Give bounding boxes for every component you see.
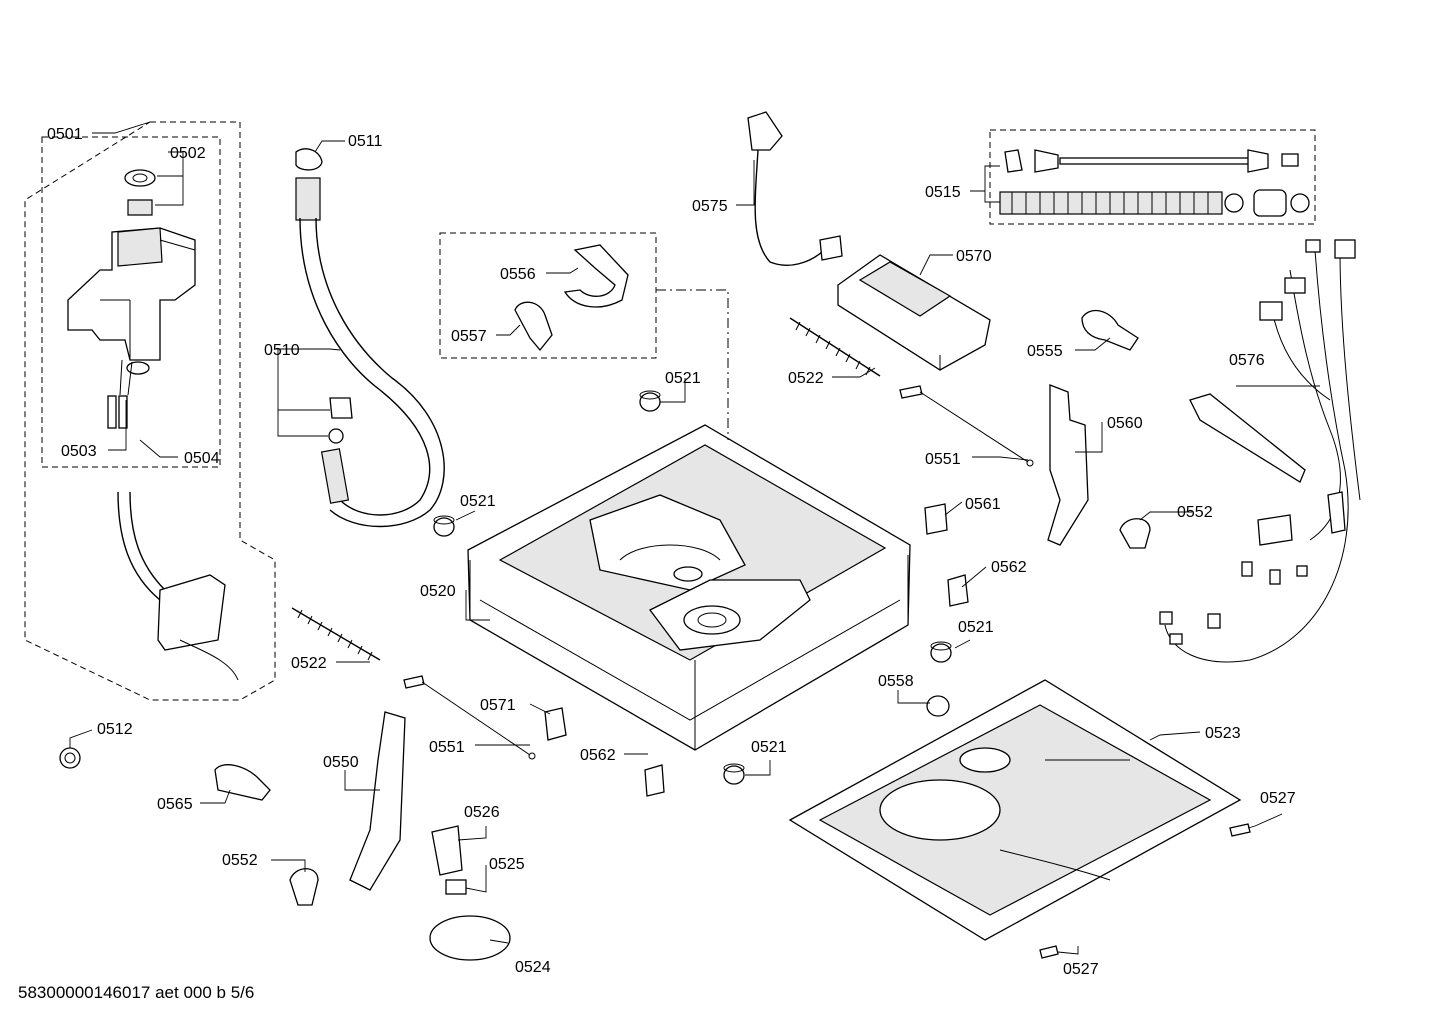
label-0565: 0565: [157, 796, 193, 813]
label-0502: 0502: [170, 145, 206, 162]
wiring-harness[interactable]: [1159, 239, 1361, 663]
label-0523: 0523: [1205, 725, 1241, 742]
label-0551-bottom: 0551: [429, 739, 465, 756]
rods-0551[interactable]: [403, 385, 1034, 760]
label-0552-left: 0552: [222, 852, 258, 869]
label-0571: 0571: [480, 697, 516, 714]
label-0557: 0557: [451, 328, 487, 345]
bracket-0550[interactable]: [349, 711, 406, 891]
drain-hose[interactable]: [295, 148, 445, 528]
hose-clamp-0512[interactable]: [59, 747, 81, 769]
hose-kit[interactable]: [989, 129, 1316, 225]
leader-lines: [69, 121, 1320, 955]
label-0524: 0524: [515, 959, 551, 976]
label-0520: 0520: [420, 583, 456, 600]
label-0527-right: 0527: [1260, 790, 1296, 807]
bracket-0560[interactable]: [1047, 384, 1089, 546]
label-0515: 0515: [925, 184, 961, 201]
label-0556: 0556: [500, 266, 536, 283]
bracket-0526[interactable]: [431, 825, 463, 876]
label-0512: 0512: [97, 721, 133, 738]
label-0503: 0503: [61, 443, 97, 460]
label-0526: 0526: [464, 804, 500, 821]
label-0552-right: 0552: [1177, 504, 1213, 521]
label-0522-top: 0522: [788, 370, 824, 387]
aquastop-valve-assembly[interactable]: [24, 121, 276, 701]
document-id: 58300000146017 aet 000 b 5/6: [18, 983, 254, 1002]
label-0561: 0561: [965, 496, 1001, 513]
label-0525: 0525: [489, 856, 525, 873]
parts-0562[interactable]: [644, 574, 969, 797]
label-0558: 0558: [878, 673, 914, 690]
clips-0527[interactable]: [1039, 823, 1251, 959]
part-0561[interactable]: [924, 503, 948, 535]
guide-group-0556[interactable]: [439, 232, 729, 440]
label-0522-left: 0522: [291, 655, 327, 672]
base-frame[interactable]: [467, 424, 911, 751]
feet-0521[interactable]: [433, 390, 952, 785]
switch-0525[interactable]: [445, 879, 467, 895]
clips-0552[interactable]: [289, 518, 1151, 906]
label-0562-left: 0562: [580, 747, 616, 764]
disc-0524[interactable]: [429, 915, 511, 961]
label-0521-right: 0521: [958, 619, 994, 636]
label-0575: 0575: [692, 198, 728, 215]
label-0576: 0576: [1229, 352, 1265, 369]
label-0510: 0510: [264, 342, 300, 359]
part-0571[interactable]: [544, 707, 567, 741]
label-0527-bottom: 0527: [1063, 961, 1099, 978]
label-0521-top: 0521: [665, 370, 701, 387]
part-0555[interactable]: [1081, 309, 1139, 351]
label-0501: 0501: [47, 126, 83, 143]
springs-0522[interactable]: [291, 317, 881, 661]
label-0521-left: 0521: [460, 493, 496, 510]
label-0555: 0555: [1027, 343, 1063, 360]
power-cord[interactable]: [747, 111, 843, 266]
assembly-0502-outline: [41, 136, 221, 468]
part-0565[interactable]: [214, 764, 271, 801]
control-module[interactable]: [837, 254, 991, 371]
label-0521-bottom: 0521: [751, 739, 787, 756]
label-0570: 0570: [956, 248, 992, 265]
label-0550: 0550: [323, 754, 359, 771]
label-0504: 0504: [184, 450, 220, 467]
label-0551-top: 0551: [925, 451, 961, 468]
label-0562-right: 0562: [991, 559, 1027, 576]
part-0558[interactable]: [926, 695, 950, 717]
label-0511: 0511: [348, 133, 383, 150]
label-0560: 0560: [1107, 415, 1143, 432]
part-number-labels: 0501 0502 0503 0504 0510 0511 0512 0515 …: [47, 126, 1296, 978]
base-plate[interactable]: [788, 679, 1242, 941]
